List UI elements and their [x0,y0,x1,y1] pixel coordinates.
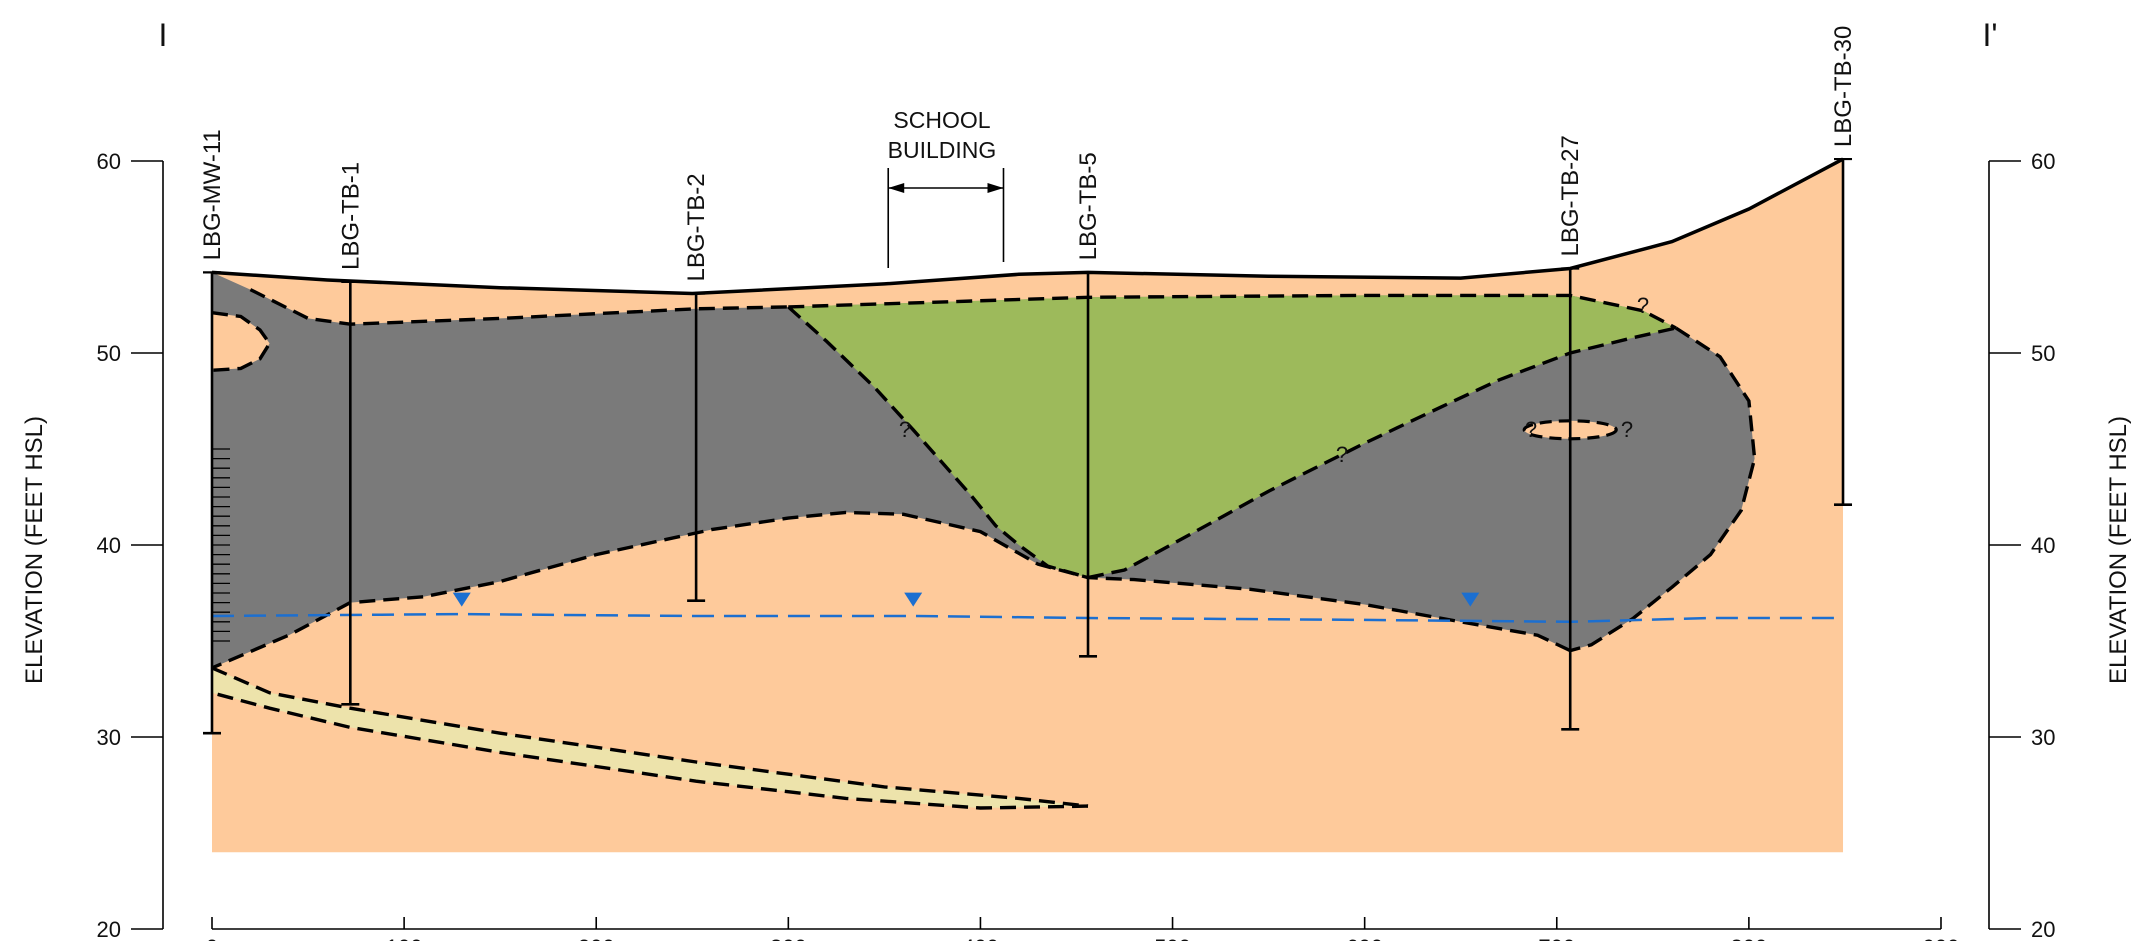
y-tick-label-left: 50 [97,341,121,366]
y-tick-label-right: 30 [2031,725,2055,750]
water-table-marker-icon [452,592,471,607]
y-tick-label-left: 20 [97,917,121,941]
gray-top-contact [249,288,789,326]
section-end-label: I' [1983,17,1998,53]
x-tick-label: 700 [1538,935,1575,941]
boring-label: LBG-MW-11 [199,129,226,260]
left-bubble [212,312,270,371]
building-arrowhead-right [987,183,1004,193]
gray-right-contact [1569,326,1757,653]
building-label-line1: SCHOOL [893,107,990,133]
bubble-contact [211,311,272,372]
water-table-markers [452,592,1480,607]
x-tick-label: 600 [1346,935,1383,941]
lens-bottom-contact [211,691,1089,810]
green-top-contact [788,293,1677,330]
x-tick-label: 400 [962,935,999,941]
school-building-annotation: SCHOOL BUILDING [887,107,1005,268]
y-tick-label-left: 40 [97,533,121,558]
y-tick-label-left: 30 [97,725,121,750]
x-tick-label: 100 [386,935,423,941]
question-marks: ? ? ? ? ? [899,293,1649,467]
lens-top-contact [211,666,1089,808]
boring-label: LBG-TB-2 [683,173,710,281]
question-mark: ? [1637,293,1649,318]
contact-lines [211,288,1757,810]
x-tick-label: 900 [1923,935,1960,941]
water-table-marker-icon [1461,592,1480,607]
building-label-line2: BUILDING [888,137,997,163]
green-left-contact [787,305,1089,580]
y-tick-label-left: 60 [97,149,121,174]
boring-label: LBG-TB-1 [337,162,364,270]
question-mark: ? [1525,417,1537,442]
boring-group: LBG-MW-11 LBG-TB-1 LBG-TB-2 LBG-TB-5 LBG-TB-… [199,26,1857,735]
y-axis-title-left: ELEVATION (FEET HSL) [21,416,48,684]
x-tick-label: 500 [1154,935,1191,941]
question-mark: ? [1621,417,1633,442]
x-tick-label: 800 [1731,935,1768,941]
x-tick-label: 0 [206,935,218,941]
boring-label: LBG-TB-27 [1557,135,1584,256]
y-tick-label-right: 20 [2031,917,2055,941]
y-axis-title-right: ELEVATION (FEET HSL) [2105,416,2132,684]
y-tick-label-right: 50 [2031,341,2055,366]
gray-bottom-contact [211,510,1571,670]
axes: 0 100 200 300 400 500 600 700 800 900 20 20 30 30 40 40… [97,149,2056,941]
water-table-marker-icon [904,592,923,607]
y-tick-label-right: 60 [2031,149,2055,174]
y-tick-label-right: 40 [2031,533,2055,558]
question-mark: ? [899,417,911,442]
green-lower-contact [1087,326,1677,580]
green-unit [788,295,1676,578]
question-mark: ? [1336,442,1348,467]
x-tick-label: 300 [770,935,807,941]
boring-label: LBG-TB-5 [1075,152,1102,260]
building-arrowhead-left [888,183,905,193]
x-tick-label: 200 [578,935,615,941]
section-start-label: I [159,17,168,53]
boring-label: LBG-TB-30 [1830,26,1857,147]
